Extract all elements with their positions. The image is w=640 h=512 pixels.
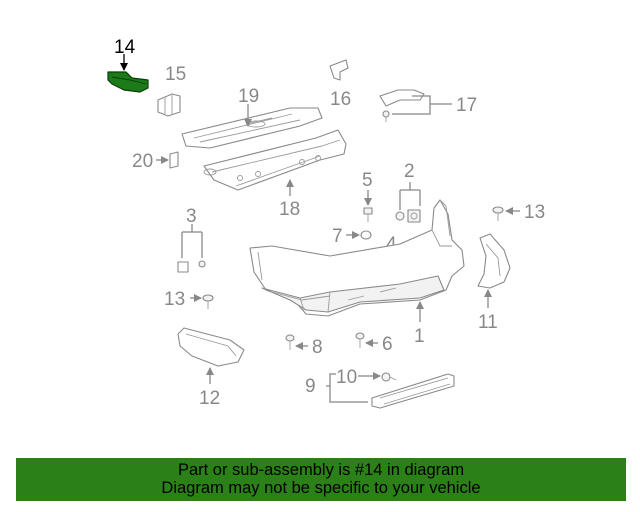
callout-16[interactable]: 16: [330, 89, 351, 110]
part-9-step-pad: [371, 373, 455, 409]
leader-2: [399, 182, 421, 210]
parts-diagram: 14 15 19 20 18 16 17: [107, 37, 545, 409]
part-2-sensor: [395, 209, 421, 223]
callout-15[interactable]: 15: [165, 64, 186, 85]
callout-7[interactable]: 7: [332, 226, 343, 247]
callout-19[interactable]: 19: [238, 86, 259, 107]
callout-13a[interactable]: 13: [524, 202, 545, 223]
callout-10[interactable]: 10: [336, 367, 357, 388]
callout-5[interactable]: 5: [362, 170, 373, 191]
callout-20[interactable]: 20: [132, 151, 153, 172]
callout-18[interactable]: 18: [279, 199, 300, 220]
leader-9: [326, 373, 368, 403]
part-14-bracket[interactable]: [107, 71, 149, 93]
part-13-bolt-left: [202, 294, 214, 309]
callout-12[interactable]: 12: [199, 388, 220, 409]
part-11-side-retainer: [477, 233, 511, 289]
callout-8[interactable]: 8: [312, 337, 323, 358]
callout-4a[interactable]: 4: [386, 234, 397, 255]
part-10-clip: [381, 372, 397, 382]
part-8-bolt: [285, 334, 295, 350]
part-19-reinforcement: [181, 107, 323, 149]
info-banner: Part or sub-assembly is #14 in diagram D…: [16, 458, 626, 501]
part-18-reinforcement-beam: [203, 129, 347, 191]
callout-17[interactable]: 17: [456, 95, 477, 116]
part-12-corner-piece: [177, 327, 245, 367]
part-16-bracket: [329, 59, 349, 81]
callout-13b[interactable]: 13: [164, 289, 185, 310]
part-5-clip: [363, 207, 373, 222]
banner-line-2: Diagram may not be specific to your vehi…: [161, 479, 481, 497]
callout-14[interactable]: 14: [114, 37, 136, 58]
leader-17: [392, 95, 452, 115]
part-13-bolt-right: [492, 206, 504, 221]
banner-line-1: Part or sub-assembly is #14 in diagram: [177, 461, 465, 479]
part-3-clips: [177, 260, 206, 273]
callout-1[interactable]: 1: [414, 326, 425, 347]
callout-3[interactable]: 3: [186, 206, 197, 227]
part-7-grommet: [360, 230, 372, 240]
leader-3: [181, 224, 203, 258]
callout-2[interactable]: 2: [404, 161, 415, 182]
callout-9[interactable]: 9: [305, 376, 316, 397]
part-20-retainer: [169, 151, 179, 169]
callout-6[interactable]: 6: [382, 334, 393, 355]
part-17-bracket: [379, 89, 425, 122]
callout-11[interactable]: 11: [478, 312, 498, 333]
part-1-bumper-cover: [249, 199, 465, 317]
part-15-clip: [157, 93, 181, 117]
part-6-bolt: [355, 332, 365, 348]
